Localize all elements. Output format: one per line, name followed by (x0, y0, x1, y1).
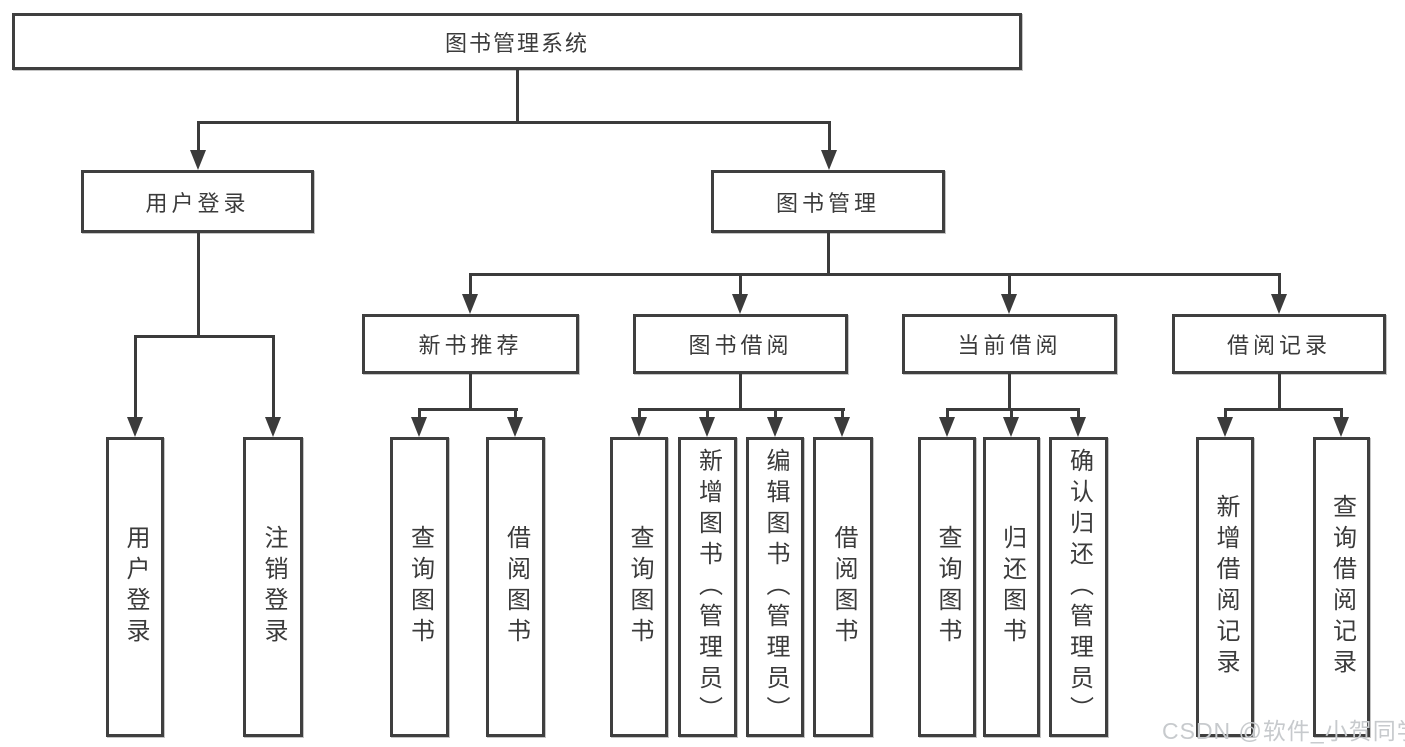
node-label: 借阅图书 (502, 525, 530, 649)
node-new-book-recommend: 新书推荐 (362, 314, 579, 374)
arrow-down-icon (1217, 417, 1233, 437)
connector-hline (1224, 408, 1343, 411)
connector-vline (1008, 374, 1011, 411)
connector-vline (1278, 273, 1281, 296)
node-label: 新书推荐 (418, 333, 523, 358)
node-label: 新增借阅记录 (1212, 494, 1239, 680)
node-leaf-add-books-admin: 新增图书（管理员） (678, 437, 737, 737)
connector-vline (514, 408, 517, 419)
node-label: 用户登录 (145, 190, 250, 216)
node-borrow-records: 借阅记录 (1172, 314, 1386, 374)
connector-hline (134, 335, 275, 338)
arrow-down-icon (939, 417, 955, 437)
arrow-down-icon (1271, 294, 1287, 314)
node-current-borrow: 当前借阅 (902, 314, 1117, 374)
connector-vline (418, 408, 421, 419)
connector-vline (1010, 408, 1013, 419)
node-label: 查询图书 (406, 525, 434, 649)
node-leaf-user-login: 用户登录 (106, 437, 164, 737)
node-leaf-add-borrow-record: 新增借阅记录 (1196, 437, 1254, 737)
arrow-down-icon (767, 417, 783, 437)
connector-vline (1224, 408, 1227, 419)
arrow-down-icon (1070, 417, 1086, 437)
node-label: 当前借阅 (957, 333, 1062, 358)
connector-vline (1077, 408, 1080, 419)
connector-vline (739, 273, 742, 296)
connector-vline (1340, 408, 1343, 419)
connector-hline (946, 408, 1080, 411)
arrow-down-icon (127, 417, 143, 437)
connector-vline (828, 121, 831, 151)
arrow-down-icon (1333, 417, 1349, 437)
connector-vline (469, 273, 472, 296)
node-leaf-return-books: 归还图书 (983, 437, 1040, 737)
arrow-down-icon (411, 417, 427, 437)
node-book-borrow: 图书借阅 (633, 314, 848, 374)
connector-hline (418, 408, 518, 411)
node-label: 查询图书 (626, 525, 653, 649)
arrow-down-icon (631, 417, 647, 437)
node-leaf-logout: 注销登录 (243, 437, 303, 737)
node-label: 确认归还（管理员） (1065, 447, 1093, 727)
connector-vline (272, 335, 275, 419)
node-leaf-edit-books-admin: 编辑图书（管理员） (746, 437, 804, 737)
connector-hline (197, 121, 831, 124)
node-user-login: 用户登录 (81, 170, 314, 233)
connector-vline (638, 408, 641, 419)
connector-vline (1278, 374, 1281, 411)
node-label: 图书管理系统 (444, 30, 589, 56)
csdn-watermark: CSDN @软件_小贺同学 (1162, 718, 1405, 744)
node-label: 查询借阅记录 (1328, 494, 1356, 680)
node-leaf-query-borrow-record: 查询借阅记录 (1313, 437, 1370, 737)
node-leaf-borrow-books-recommend: 借阅图书 (486, 437, 545, 737)
connector-vline (946, 408, 949, 419)
node-label: 新增图书（管理员） (694, 447, 722, 727)
node-book-management: 图书管理 (711, 170, 945, 233)
node-leaf-confirm-return-admin: 确认归还（管理员） (1049, 437, 1108, 737)
connector-vline (516, 70, 519, 124)
node-label: 图书借阅 (688, 333, 793, 358)
connector-vline (774, 408, 777, 419)
connector-vline (469, 374, 472, 411)
connector-vline (841, 408, 844, 419)
arrow-down-icon (265, 417, 281, 437)
connector-vline (706, 408, 709, 419)
node-label: 图书管理 (775, 190, 880, 216)
arrow-down-icon (1001, 294, 1017, 314)
connector-vline (197, 233, 200, 338)
connector-vline (134, 335, 137, 419)
node-leaf-query-books-borrow: 查询图书 (610, 437, 668, 737)
node-label: 注销登录 (260, 525, 287, 649)
node-label: 归还图书 (998, 525, 1026, 649)
node-leaf-borrow-books: 借阅图书 (813, 437, 873, 737)
connector-vline (739, 374, 742, 411)
node-label: 借阅记录 (1226, 333, 1331, 358)
arrow-down-icon (699, 417, 715, 437)
node-leaf-query-books-current: 查询图书 (918, 437, 976, 737)
arrow-down-icon (732, 294, 748, 314)
node-label: 用户登录 (122, 525, 149, 649)
arrow-down-icon (190, 150, 206, 170)
connector-hline (469, 273, 1281, 276)
connector-vline (1008, 273, 1011, 296)
node-label: 借阅图书 (830, 525, 857, 649)
arrow-down-icon (821, 150, 837, 170)
connector-hline (638, 408, 845, 411)
node-label: 编辑图书（管理员） (762, 447, 789, 727)
arrow-down-icon (1003, 417, 1019, 437)
node-leaf-query-books-recommend: 查询图书 (390, 437, 449, 737)
arrow-down-icon (462, 294, 478, 314)
node-label: 查询图书 (934, 525, 961, 649)
node-root-system: 图书管理系统 (12, 13, 1022, 70)
connector-vline (827, 233, 830, 276)
arrow-down-icon (507, 417, 523, 437)
arrow-down-icon (834, 417, 850, 437)
connector-vline (197, 121, 200, 151)
